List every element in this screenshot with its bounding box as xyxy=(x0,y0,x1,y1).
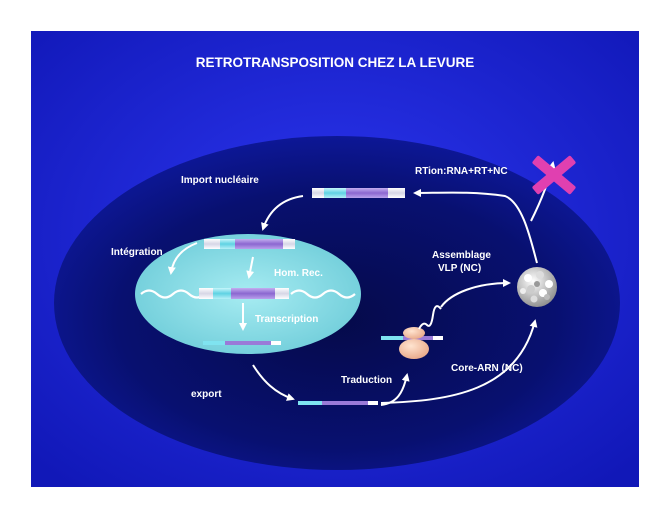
process-arrows xyxy=(167,161,556,406)
label-assemblage: Assemblage xyxy=(432,250,491,261)
label-transcription: Transcription xyxy=(255,314,318,325)
genomic-dna xyxy=(140,288,356,299)
label-import-nucleaire: Import nucléaire xyxy=(181,175,259,186)
arrow-hom-rec xyxy=(246,256,255,279)
label-integration: Intégration xyxy=(111,247,163,258)
mrna-nucleus xyxy=(203,341,281,345)
arrow-traduction xyxy=(380,373,410,406)
label-export: export xyxy=(191,389,222,400)
label-core-arn: Core-ARN (NC) xyxy=(451,363,523,374)
diagram-canvas: RETROTRANSPOSITION CHEZ LA LEVURE xyxy=(31,31,639,487)
ribosome-icon xyxy=(399,339,429,359)
label-traduction: Traduction xyxy=(341,375,392,386)
label-rtion: RTion:RNA+RT+NC xyxy=(415,166,508,177)
mrna-cytoplasm xyxy=(298,401,378,405)
arrow-assemblage xyxy=(440,279,511,308)
x-cross-icon xyxy=(532,155,576,195)
integrated-element-upper xyxy=(204,239,295,249)
arrow-import xyxy=(261,195,304,231)
arrow-core-arn xyxy=(380,319,538,404)
ribosome-translation xyxy=(381,305,443,359)
vlp-particle-icon xyxy=(517,267,557,307)
label-hom-rec: Hom. Rec. xyxy=(274,268,323,279)
label-vlp-nc: VLP (NC) xyxy=(438,263,481,274)
diagram-title: RETROTRANSPOSITION CHEZ LA LEVURE xyxy=(196,55,475,70)
arrow-integration xyxy=(167,242,198,275)
arrow-rtion xyxy=(413,188,538,264)
cdna-element-cytoplasm xyxy=(312,188,405,198)
arrow-export xyxy=(252,364,295,401)
diagram-slide: RETROTRANSPOSITION CHEZ LA LEVURE xyxy=(31,31,639,487)
